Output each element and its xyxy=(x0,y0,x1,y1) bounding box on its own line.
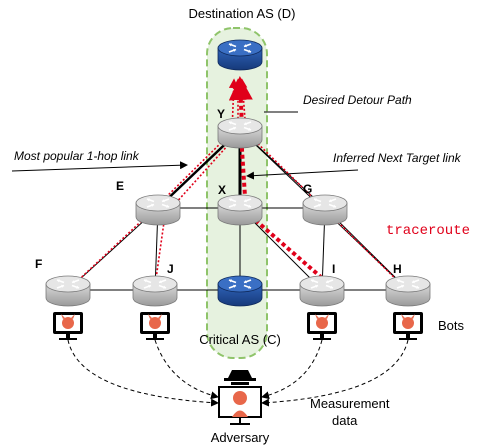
adversary-label: Adversary xyxy=(211,430,270,445)
desired-detour-label: Desired Detour Path xyxy=(303,93,412,107)
bot-i xyxy=(307,312,337,340)
critical-label: Critical AS (C) xyxy=(199,332,281,347)
inferred-link-label: Inferred Next Target link xyxy=(333,151,462,165)
router-y xyxy=(217,117,263,149)
bot-f xyxy=(53,312,83,340)
router-i xyxy=(299,275,345,307)
traceroute-label: traceroute xyxy=(386,223,470,239)
critical-as-zone xyxy=(206,27,268,359)
node-label-y: Y xyxy=(217,107,225,121)
bots-label: Bots xyxy=(438,318,465,333)
router-f xyxy=(45,275,91,307)
popular-link-label: Most popular 1-hop link xyxy=(14,149,140,163)
adversary-icon xyxy=(218,370,262,425)
measurement-arrows xyxy=(67,339,409,407)
router-g xyxy=(302,194,348,226)
router-h xyxy=(385,275,431,307)
node-label-j: J xyxy=(167,262,174,276)
node-label-e: E xyxy=(116,179,124,193)
bot-h xyxy=(393,312,423,340)
router-j xyxy=(132,275,178,307)
node-label-f: F xyxy=(35,257,42,271)
node-label-g: G xyxy=(303,182,312,196)
measurement-label-line2: data xyxy=(332,413,358,428)
router-e xyxy=(135,194,181,226)
router-critical-c xyxy=(217,275,263,307)
bot-j xyxy=(140,312,170,340)
destination-label: Destination AS (D) xyxy=(189,6,296,21)
router-destination-d xyxy=(217,39,263,71)
router-x xyxy=(217,194,263,226)
inferred-link-arrow xyxy=(246,169,359,180)
node-label-x: X xyxy=(218,183,226,197)
measurement-label: Measurement xyxy=(310,396,390,411)
popular-link-arrow xyxy=(11,161,188,172)
desired-detour-path xyxy=(228,76,324,280)
node-label-h: H xyxy=(393,262,402,276)
node-label-i: I xyxy=(332,262,335,276)
